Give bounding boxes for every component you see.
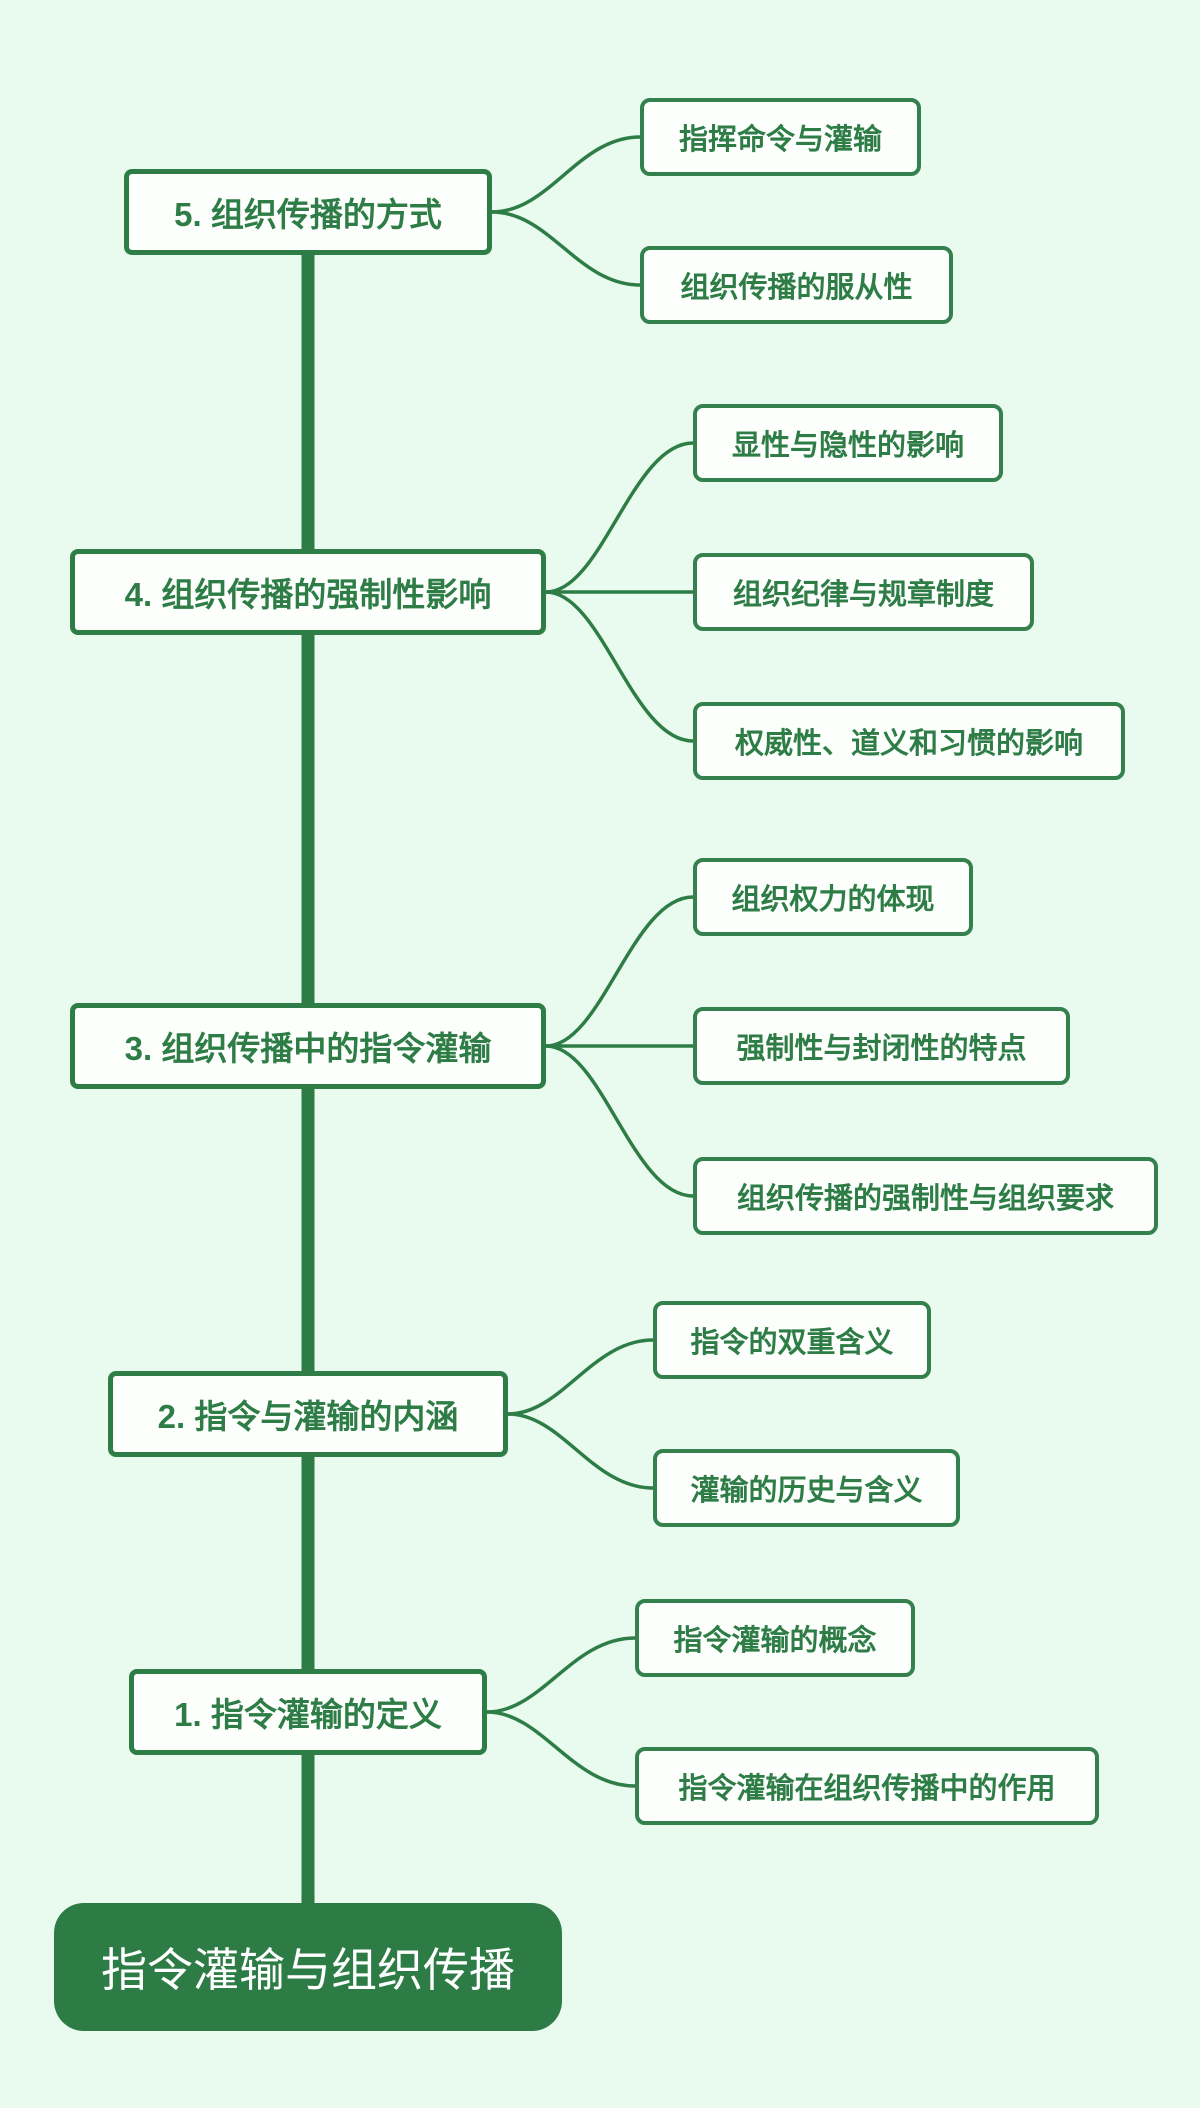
leaf-node-5-1[interactable]: 指挥命令与灌输: [640, 98, 921, 176]
leaf-node-2-1[interactable]: 指令的双重含义: [653, 1301, 931, 1379]
leaf-node-5-1-label: 指挥命令与灌输: [678, 124, 882, 156]
leaf-node-1-1-label: 指令灌输的概念: [673, 1625, 877, 1657]
leaf-node-4-1-label: 显性与隐性的影响: [731, 430, 964, 462]
branch-node-5[interactable]: 5. 组织传播的方式: [124, 169, 492, 255]
leaf-node-2-2[interactable]: 灌输的历史与含义: [653, 1449, 960, 1527]
leaf-node-1-2-label: 指令灌输在组织传播中的作用: [678, 1773, 1056, 1805]
leaf-node-3-2[interactable]: 强制性与封闭性的特点: [693, 1007, 1070, 1085]
leaf-node-4-3-label: 权威性、道义和习惯的影响: [734, 728, 1083, 760]
branch-node-3[interactable]: 3. 组织传播中的指令灌输: [70, 1003, 546, 1089]
branch-node-3-label: 3. 组织传播中的指令灌输: [124, 1030, 492, 1067]
branch-node-2[interactable]: 2. 指令与灌输的内涵: [108, 1371, 508, 1457]
leaf-node-1-1[interactable]: 指令灌输的概念: [635, 1599, 915, 1677]
leaf-node-3-1-label: 组织权力的体现: [731, 884, 935, 916]
root-title-node[interactable]: 指令灌输与组织传播: [54, 1903, 562, 2031]
leaf-node-3-1[interactable]: 组织权力的体现: [693, 858, 973, 936]
branch-node-5-label: 5. 组织传播的方式: [174, 196, 442, 233]
leaf-node-2-1-label: 指令的双重含义: [690, 1327, 894, 1359]
leaf-node-1-2[interactable]: 指令灌输在组织传播中的作用: [635, 1747, 1099, 1825]
leaf-node-5-2[interactable]: 组织传播的服从性: [640, 246, 953, 324]
branch-node-2-label: 2. 指令与灌输的内涵: [157, 1398, 459, 1435]
leaf-node-2-2-label: 灌输的历史与含义: [690, 1475, 923, 1507]
leaf-node-4-2-label: 组织纪律与规章制度: [732, 579, 994, 611]
branch-node-1[interactable]: 1. 指令灌输的定义: [129, 1669, 487, 1755]
branch-node-1-label: 1. 指令灌输的定义: [174, 1696, 442, 1733]
branch-node-4[interactable]: 4. 组织传播的强制性影响: [70, 549, 546, 635]
leaf-node-3-3-label: 组织传播的强制性与组织要求: [736, 1183, 1114, 1215]
leaf-node-5-2-label: 组织传播的服从性: [680, 272, 913, 304]
branch-node-4-label: 4. 组织传播的强制性影响: [124, 576, 492, 613]
leaf-node-3-2-label: 强制性与封闭性的特点: [736, 1033, 1027, 1065]
leaf-node-4-2[interactable]: 组织纪律与规章制度: [693, 553, 1034, 631]
leaf-node-3-3[interactable]: 组织传播的强制性与组织要求: [693, 1157, 1158, 1235]
leaf-node-4-3[interactable]: 权威性、道义和习惯的影响: [693, 702, 1125, 780]
leaf-node-4-1[interactable]: 显性与隐性的影响: [693, 404, 1003, 482]
root-title-label: 指令灌输与组织传播: [101, 1944, 515, 1996]
